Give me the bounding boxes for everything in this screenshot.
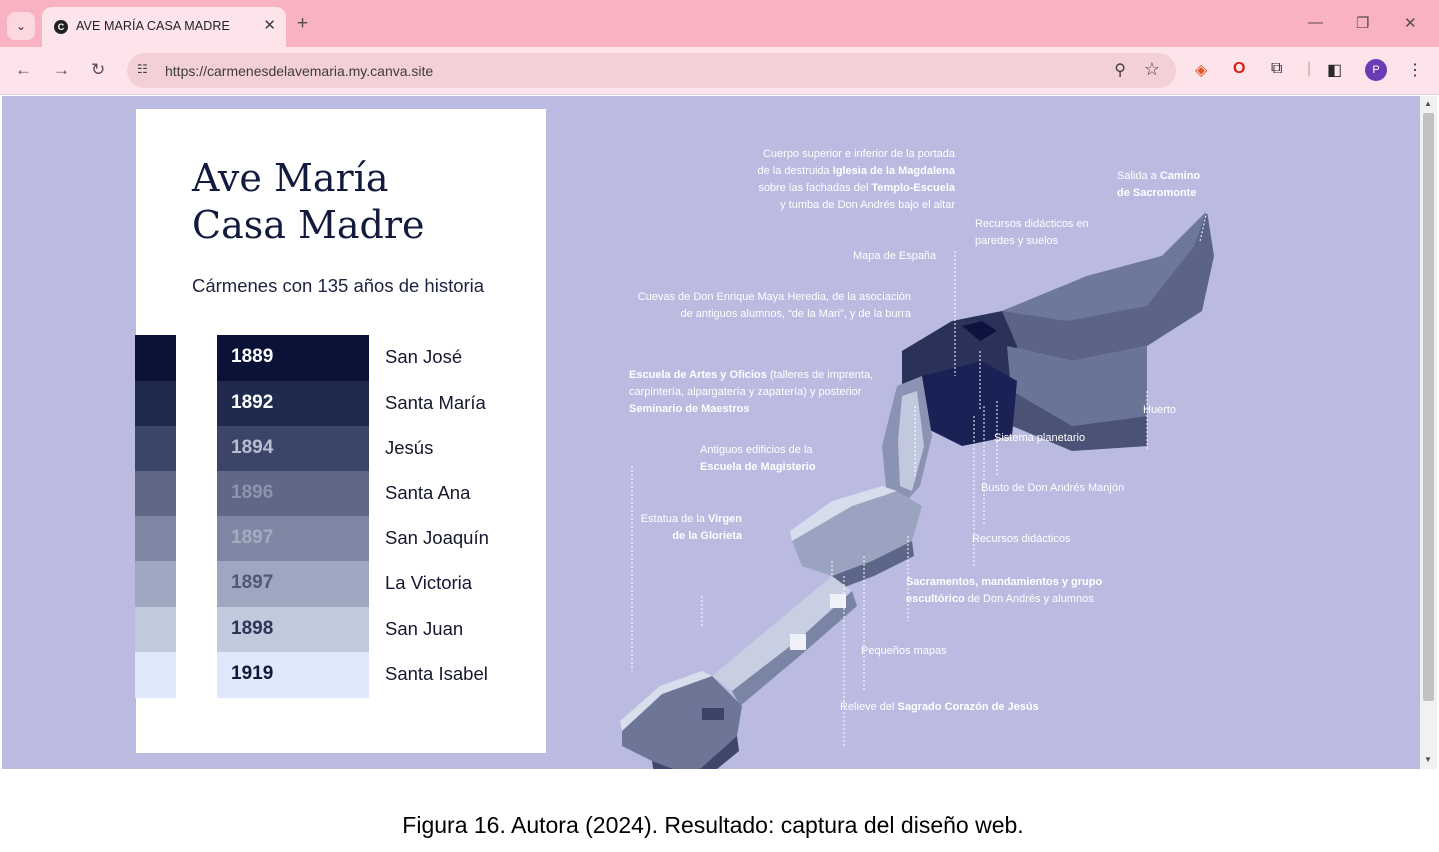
history-card: Ave María Casa Madre Cármenes con 135 añ…: [135, 109, 546, 753]
kebab-menu-icon[interactable]: ⋮: [1407, 62, 1423, 79]
page-title: Ave María Casa Madre: [192, 156, 425, 247]
year-cell: 1897: [217, 516, 369, 562]
tab-close-icon[interactable]: ✕: [263, 17, 276, 34]
label-relieve: Relieve del Sagrado Corazón de Jesús: [840, 701, 1039, 713]
color-strip: [135, 381, 176, 427]
label-busto: Busto de Don Andrés Manjón: [981, 482, 1125, 494]
label-sacramentos: Sacramentos, mandamientos y grupo escult…: [906, 576, 1103, 605]
color-strip: [135, 561, 176, 607]
label-magisterio: Antiguos edificios de la Escuela de Magi…: [700, 444, 816, 473]
back-arrow-icon[interactable]: ←: [15, 60, 32, 79]
label-virgen: Estatua de la Virgen de la Glorieta: [640, 513, 742, 542]
year-cell: 1889: [217, 335, 369, 381]
axonometric-map: [620, 210, 1214, 769]
scroll-down-arrow-icon[interactable]: ▼: [1424, 755, 1432, 764]
label-escuela-artes: Escuela de Artes y Oficios (talleres de …: [629, 369, 874, 415]
web-page: Ave María Casa Madre Cármenes con 135 añ…: [2, 96, 1420, 769]
bookmark-star-icon[interactable]: ☆: [1143, 59, 1160, 79]
label-salida: Salida a Camino de Sacromonte: [1117, 170, 1201, 199]
url-text[interactable]: https://carmenesdelavemaria.my.canva.sit…: [165, 63, 434, 79]
year-label: 1896: [231, 482, 274, 503]
color-strip: [135, 335, 176, 381]
tab-search-button[interactable]: ⌄: [7, 12, 35, 40]
side-panel-icon[interactable]: ◧: [1327, 62, 1343, 79]
label-huerto: Huerto: [1143, 404, 1177, 416]
carmen-name: San Joaquín: [385, 527, 489, 548]
close-window-icon[interactable]: ✕: [1404, 15, 1417, 32]
scroll-thumb[interactable]: [1423, 113, 1434, 701]
color-strip: [135, 426, 176, 472]
year-label: 1919: [231, 663, 274, 684]
year-cell: 1919: [217, 652, 369, 698]
tab-strip: ⌄ C AVE MARÍA CASA MADRE ✕ + — ❐ ✕: [0, 0, 1439, 47]
color-strip: [135, 607, 176, 653]
color-strip: [135, 516, 176, 562]
carmen-name: San José: [385, 346, 463, 367]
toolbar-divider: |: [1307, 60, 1312, 77]
reload-icon[interactable]: ↻: [91, 60, 106, 79]
label-recursos-didacticos: Recursos didácticos: [972, 533, 1071, 545]
vertical-scrollbar[interactable]: ▲ ▼: [1420, 96, 1437, 769]
carmen-name: Santa Isabel: [385, 663, 488, 684]
year-label: 1894: [231, 437, 274, 458]
year-cell: 1898: [217, 607, 369, 653]
label-pequenos-mapas: Pequeños mapas: [861, 645, 947, 657]
year-label: 1897: [231, 572, 274, 593]
extension-cap-icon[interactable]: ◈: [1195, 62, 1208, 79]
zoom-icon[interactable]: ⚲: [1114, 62, 1126, 79]
year-label: 1898: [231, 618, 274, 639]
minimize-icon[interactable]: —: [1308, 14, 1323, 31]
canva-favicon-icon: C: [54, 20, 68, 34]
browser-toolbar: ← → ↻ ☷ https://carmenesdelavemaria.my.c…: [0, 47, 1439, 95]
year-label: 1889: [231, 346, 274, 367]
site-info-icon[interactable]: ☷: [137, 62, 148, 76]
label-sistema-planetario: Sistema planetario: [994, 432, 1086, 444]
page-subtitle: Cármenes con 135 años de historia: [192, 275, 485, 296]
active-tab[interactable]: C AVE MARÍA CASA MADRE ✕: [42, 7, 286, 47]
chevron-down-icon: ⌄: [15, 19, 27, 33]
year-cell: 1897: [217, 561, 369, 607]
year-label: 1897: [231, 527, 274, 548]
opera-extension-icon[interactable]: O: [1233, 60, 1246, 77]
label-mapa-espana: Mapa de España: [853, 250, 937, 262]
address-bar[interactable]: ☷ https://carmenesdelavemaria.my.canva.s…: [127, 53, 1176, 88]
carmen-name: Jesús: [385, 437, 434, 458]
new-tab-button[interactable]: +: [297, 13, 309, 34]
restore-icon[interactable]: ❐: [1356, 15, 1370, 32]
color-strip: [135, 652, 176, 698]
carmen-name: La Victoria: [385, 572, 473, 593]
label-portada: Cuerpo superior e inferior de la portada…: [757, 148, 956, 211]
carmen-name: Santa Ana: [385, 482, 471, 503]
year-cell: 1896: [217, 471, 369, 517]
color-strip: [135, 471, 176, 517]
year-label: 1892: [231, 392, 274, 413]
year-cell: 1894: [217, 426, 369, 472]
label-cuevas: Cuevas de Don Enrique Maya Heredia, de l…: [637, 291, 911, 320]
tab-title: AVE MARÍA CASA MADRE: [76, 19, 230, 33]
scroll-up-arrow-icon[interactable]: ▲: [1424, 99, 1432, 108]
extensions-puzzle-icon[interactable]: ⧉: [1271, 60, 1283, 77]
year-cell: 1892: [217, 381, 369, 427]
label-recursos-paredes: Recursos didácticos en paredes y suelos: [975, 218, 1089, 247]
profile-avatar[interactable]: P: [1365, 59, 1387, 81]
carmen-name: San Juan: [385, 618, 464, 639]
carmen-name: Santa María: [385, 392, 486, 413]
forward-arrow-icon[interactable]: →: [53, 60, 70, 79]
figure-caption: Figura 16. Autora (2024). Resultado: cap…: [402, 812, 1024, 838]
